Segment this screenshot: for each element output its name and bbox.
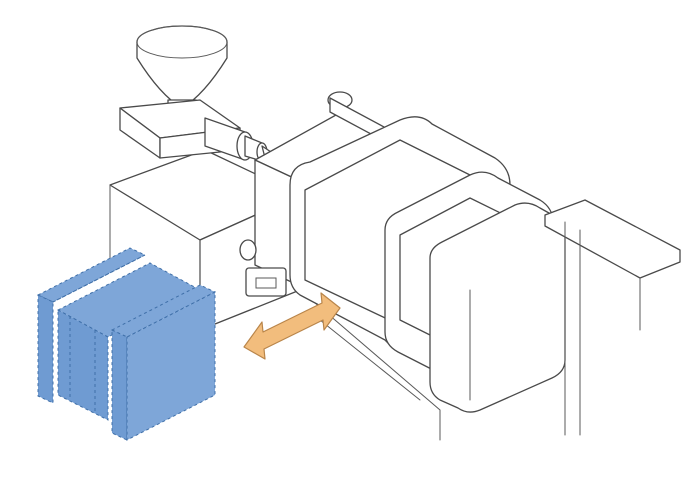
double-arrow-icon bbox=[243, 292, 341, 360]
moving-platen bbox=[289, 116, 566, 413]
clamping-unit-icon bbox=[469, 199, 681, 436]
mold-icon bbox=[36, 247, 217, 441]
injection-unit-icon bbox=[119, 99, 281, 163]
hopper-icon bbox=[136, 25, 228, 119]
